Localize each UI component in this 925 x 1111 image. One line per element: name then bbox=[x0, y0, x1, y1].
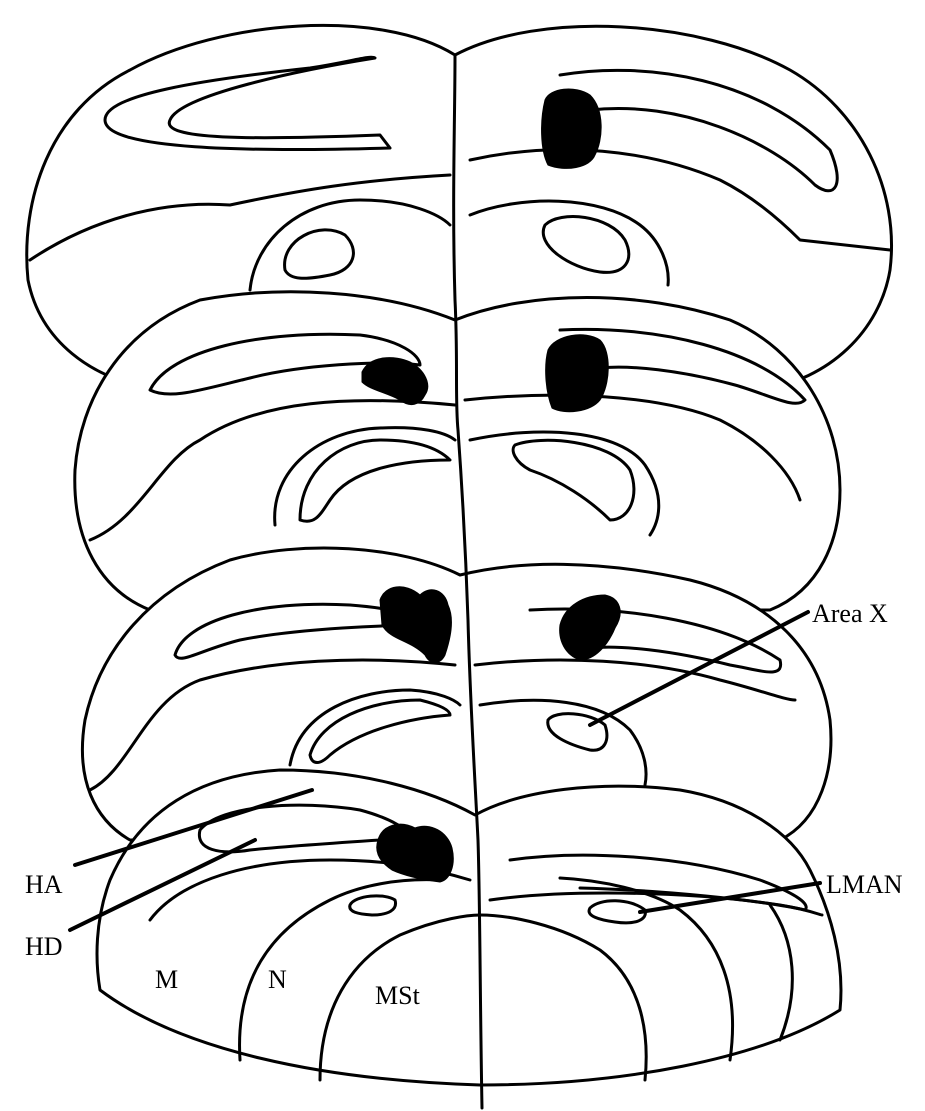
m-label: M bbox=[155, 965, 178, 994]
section-2-right-lesion bbox=[546, 335, 609, 412]
ha-label: HA bbox=[25, 870, 63, 899]
n-label: N bbox=[268, 965, 287, 994]
lman-label: LMAN bbox=[826, 870, 903, 899]
brain-section-4 bbox=[97, 770, 841, 1085]
section-4-outline bbox=[97, 770, 841, 1085]
section-1-lesion bbox=[542, 89, 602, 168]
hd-label: HD bbox=[25, 932, 63, 961]
mst-label: MSt bbox=[375, 981, 421, 1010]
area-x-label: Area X bbox=[812, 599, 888, 628]
